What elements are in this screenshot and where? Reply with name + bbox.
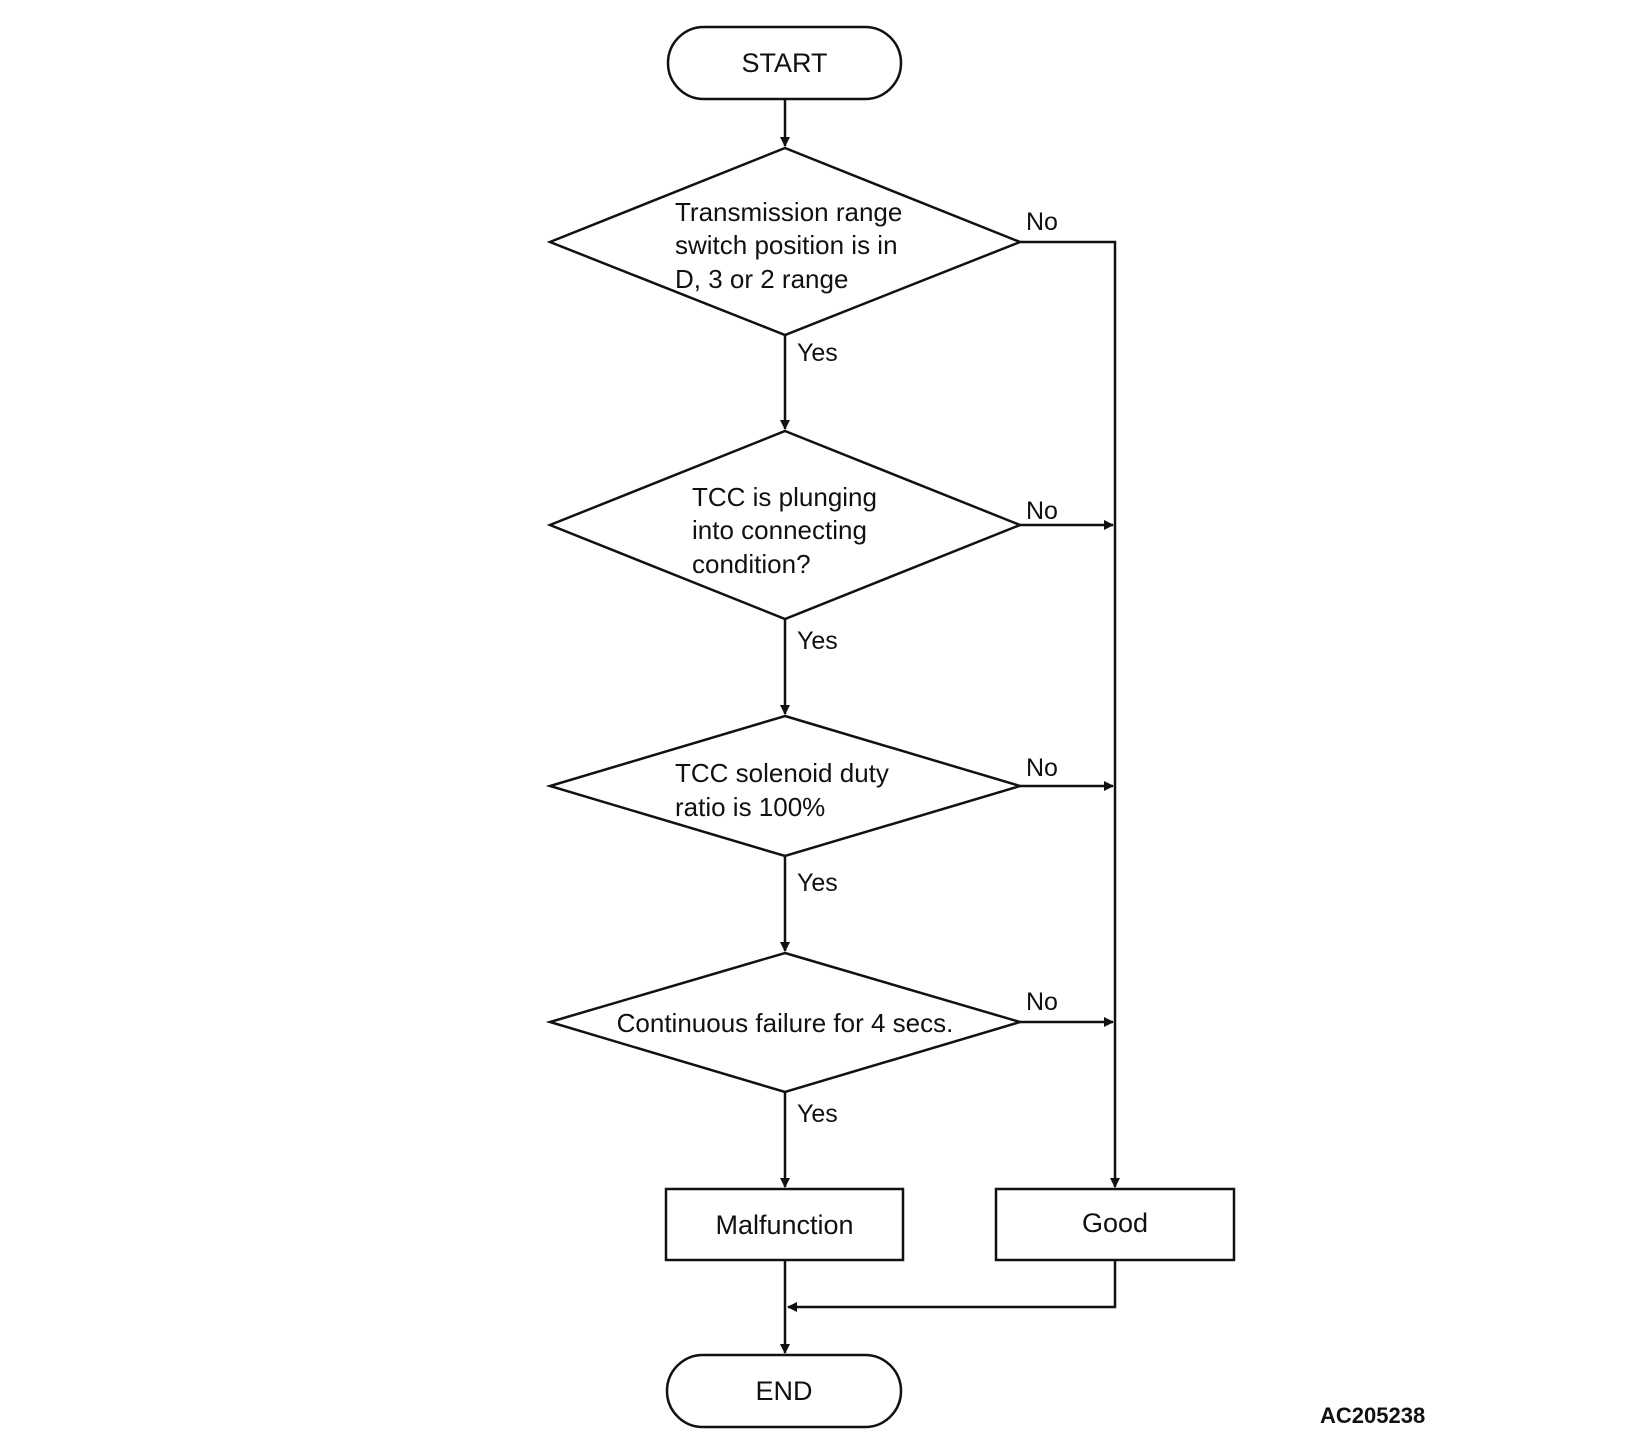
decision-3-yes-label: Yes <box>797 869 838 897</box>
end-terminator <box>665 1353 903 1429</box>
decision-3-line-2: ratio is 100% <box>675 792 826 822</box>
decision-1-line-3: D, 3 or 2 range <box>675 264 849 294</box>
decision-2-no-label: No <box>1026 497 1058 525</box>
malfunction-label: Malfunction <box>715 1210 854 1240</box>
connector-d1-no <box>1020 240 1120 1188</box>
good-box <box>994 1187 1236 1262</box>
decision-3-no-label: No <box>1026 754 1058 782</box>
decision-1-yes-label: Yes <box>797 339 838 367</box>
decision-3-line-1: TCC solenoid duty <box>675 758 889 788</box>
decision-4-line-1: Continuous failure for 4 secs. <box>616 1008 954 1038</box>
decision-2-line-1: TCC is plunging <box>692 482 877 512</box>
figure-code: AC205238 <box>1320 1403 1426 1428</box>
connector-good-to-end <box>787 1260 1117 1312</box>
decision-2-line-2: into connecting <box>692 515 867 545</box>
end-label: END <box>755 1376 813 1406</box>
decision-1-no-label: No <box>1026 208 1058 236</box>
decision-4-yes-label: Yes <box>797 1100 838 1128</box>
decision-4-no-label: No <box>1026 988 1058 1016</box>
start-label: START <box>741 48 828 78</box>
decision-2-yes-label: Yes <box>797 627 838 655</box>
decision-1-line-1: Transmission range <box>675 197 903 227</box>
decision-1-line-2: switch position is in <box>675 230 898 260</box>
decision-2-line-3: condition? <box>692 549 811 579</box>
good-label: Good <box>1081 1208 1149 1238</box>
